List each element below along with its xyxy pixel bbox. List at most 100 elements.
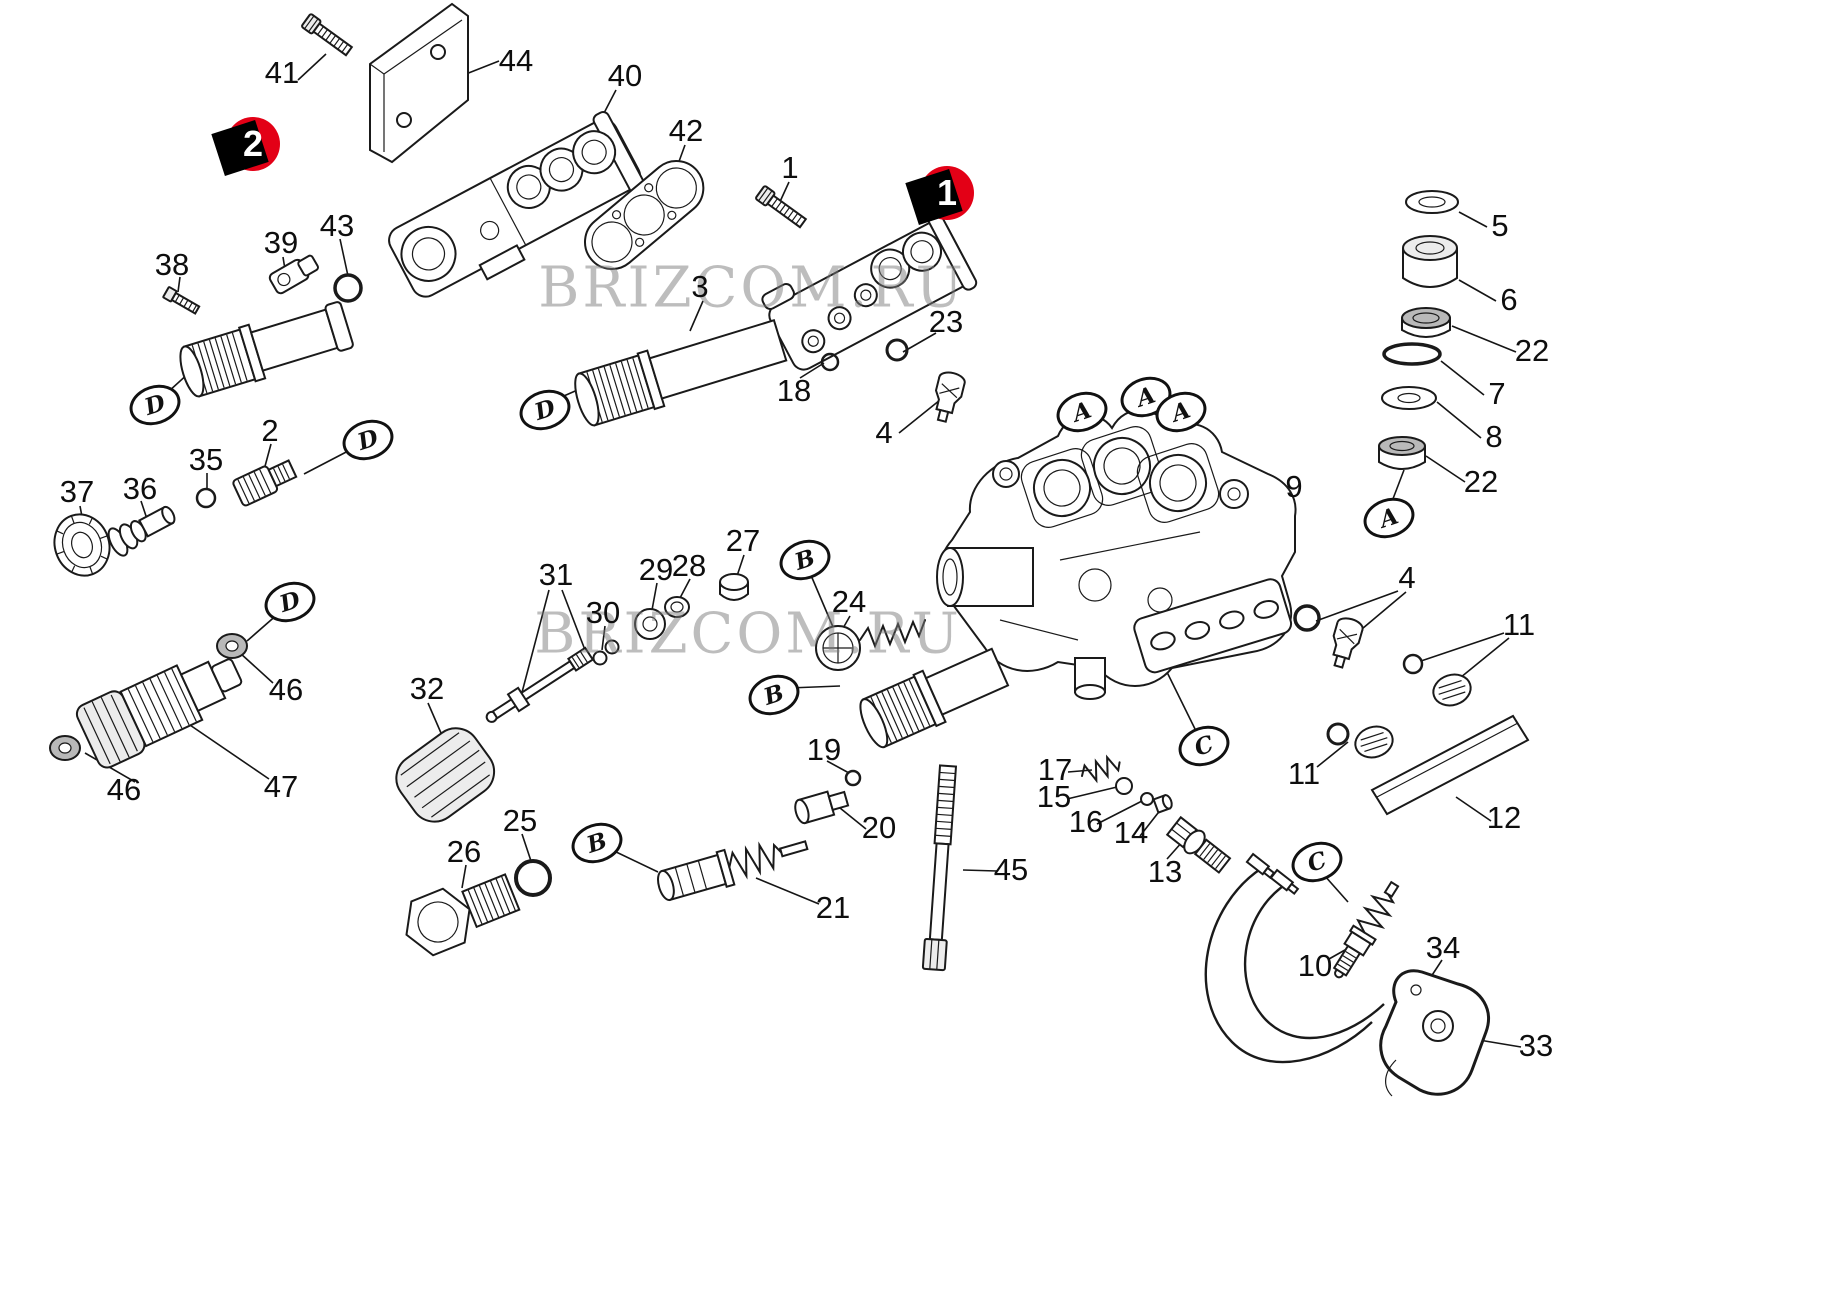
part-callout-30-11: 11 xyxy=(1502,607,1536,642)
part-callout-46-21: 21 xyxy=(815,890,851,925)
part-callout-35-15: 15 xyxy=(1036,779,1072,814)
oring-11-lower xyxy=(1326,722,1350,746)
oring-18 xyxy=(820,352,840,372)
part-callout-49-34: 34 xyxy=(1425,930,1461,965)
piston-assembly-21 xyxy=(657,840,809,902)
section-letter: B xyxy=(791,544,819,576)
oring-35 xyxy=(195,487,217,509)
clip-39 xyxy=(268,254,319,295)
check-valve-4-right xyxy=(1332,617,1364,669)
part-callout-39-12: 12 xyxy=(1486,800,1522,835)
section-letter: D xyxy=(531,394,559,426)
part-callout-5-43: 43 xyxy=(319,208,355,243)
check-valve-4-top xyxy=(934,371,966,423)
head-gasket-42 xyxy=(584,160,705,270)
part-callout-50-33: 33 xyxy=(1518,1028,1554,1063)
part-callout-37-14: 14 xyxy=(1113,815,1149,850)
part-callout-23-27: 27 xyxy=(725,523,761,558)
section-letter: D xyxy=(141,389,169,421)
part-callout-9-23: 23 xyxy=(928,304,964,339)
part-callout-18-35: 35 xyxy=(188,442,224,477)
section-letter: D xyxy=(354,424,382,456)
piston-valve-24 xyxy=(815,619,926,671)
part-callout-20-37: 37 xyxy=(59,474,95,509)
part-callout-10-18: 18 xyxy=(776,373,812,408)
part-callout-2-40: 40 xyxy=(607,58,643,93)
watermark-text-1: BRIZCOM.RU xyxy=(538,255,966,321)
group-badge-2: 2 xyxy=(226,117,280,171)
part-callout-14-7: 7 xyxy=(1488,376,1506,411)
watermark-text-2: BRIZCOM.RU xyxy=(534,601,962,667)
oring-16 xyxy=(1140,792,1154,806)
washer-46-upper xyxy=(216,633,248,659)
seat-28 xyxy=(664,596,690,618)
part-callout-8-3: 3 xyxy=(691,269,709,304)
section-letter: C xyxy=(1191,730,1217,762)
part-callout-28-24: 24 xyxy=(831,584,867,619)
part-callout-33-19: 19 xyxy=(806,732,842,767)
mounting-bracket-44 xyxy=(369,2,469,164)
part-callout-22-9: 9 xyxy=(1285,469,1303,504)
part-callout-44-26: 26 xyxy=(446,834,482,869)
section-letter: A xyxy=(1376,502,1402,534)
oring-housing-right xyxy=(1293,604,1321,632)
part-callout-11-5: 5 xyxy=(1491,208,1509,243)
chemical-injector-47 xyxy=(75,658,243,769)
support-ring-22-upper xyxy=(1401,307,1451,338)
oring-11-upper xyxy=(1402,653,1424,675)
section-letter: A xyxy=(1168,396,1194,428)
plug-11-lower xyxy=(1354,725,1394,759)
part-callout-19-36: 36 xyxy=(122,471,158,506)
hose-barb-36 xyxy=(107,505,176,557)
washer-46-lower xyxy=(49,735,81,761)
part-callout-27-30: 30 xyxy=(585,595,621,630)
part-callout-48-10: 10 xyxy=(1297,948,1333,983)
part-callout-17-2: 2 xyxy=(261,413,279,448)
spring-17 xyxy=(1081,754,1121,784)
badge-number: 2 xyxy=(242,123,264,164)
bolt-1 xyxy=(755,185,808,229)
badge-number: 1 xyxy=(936,172,958,213)
part-callout-6-39: 39 xyxy=(263,225,299,260)
part-callout-4-1: 1 xyxy=(781,150,799,185)
part-callout-0-41: 41 xyxy=(264,55,300,90)
washer-29 xyxy=(634,608,666,640)
fitting-20 xyxy=(794,790,850,825)
section-letter: A xyxy=(1133,381,1159,413)
part-callout-24-31: 31 xyxy=(538,557,574,592)
pin-14 xyxy=(1152,794,1173,814)
part-callout-15-8: 8 xyxy=(1485,419,1503,454)
part-callout-43-20: 20 xyxy=(861,810,897,845)
pump-housing-9 xyxy=(859,409,1297,749)
part-callout-3-42: 42 xyxy=(668,113,704,148)
oring-19 xyxy=(844,769,862,787)
part-callout-40-46: 46 xyxy=(106,772,142,807)
cylinder-head-manifold-40 xyxy=(388,111,646,298)
valve-manifold-3 xyxy=(761,212,978,371)
part-callout-31-46: 46 xyxy=(268,672,304,707)
part-callout-32-32: 32 xyxy=(409,671,445,706)
switch-wires xyxy=(1204,852,1385,1064)
oring-23 xyxy=(885,338,909,362)
ball-15 xyxy=(1115,777,1133,795)
cover-plate-12 xyxy=(1370,714,1530,816)
fitting-13 xyxy=(1165,815,1232,874)
part-callout-41-47: 47 xyxy=(263,769,299,804)
plug-11-upper xyxy=(1432,673,1472,707)
regulator-knob-32 xyxy=(395,727,496,823)
section-letter: B xyxy=(760,679,788,711)
injector-nozzle-2 xyxy=(232,459,298,507)
section-letter: D xyxy=(276,586,304,618)
part-callout-36-16: 16 xyxy=(1068,804,1104,839)
part-callout-25-29: 29 xyxy=(638,552,674,587)
washer-5 xyxy=(1405,190,1459,214)
section-letter: B xyxy=(583,827,611,859)
cap-nut-37 xyxy=(53,513,111,577)
plug-26 xyxy=(405,873,521,957)
oring-7 xyxy=(1382,342,1442,366)
support-ring-22-lower xyxy=(1378,436,1426,470)
part-callout-47-45: 45 xyxy=(993,852,1029,887)
section-letter: C xyxy=(1304,846,1330,878)
